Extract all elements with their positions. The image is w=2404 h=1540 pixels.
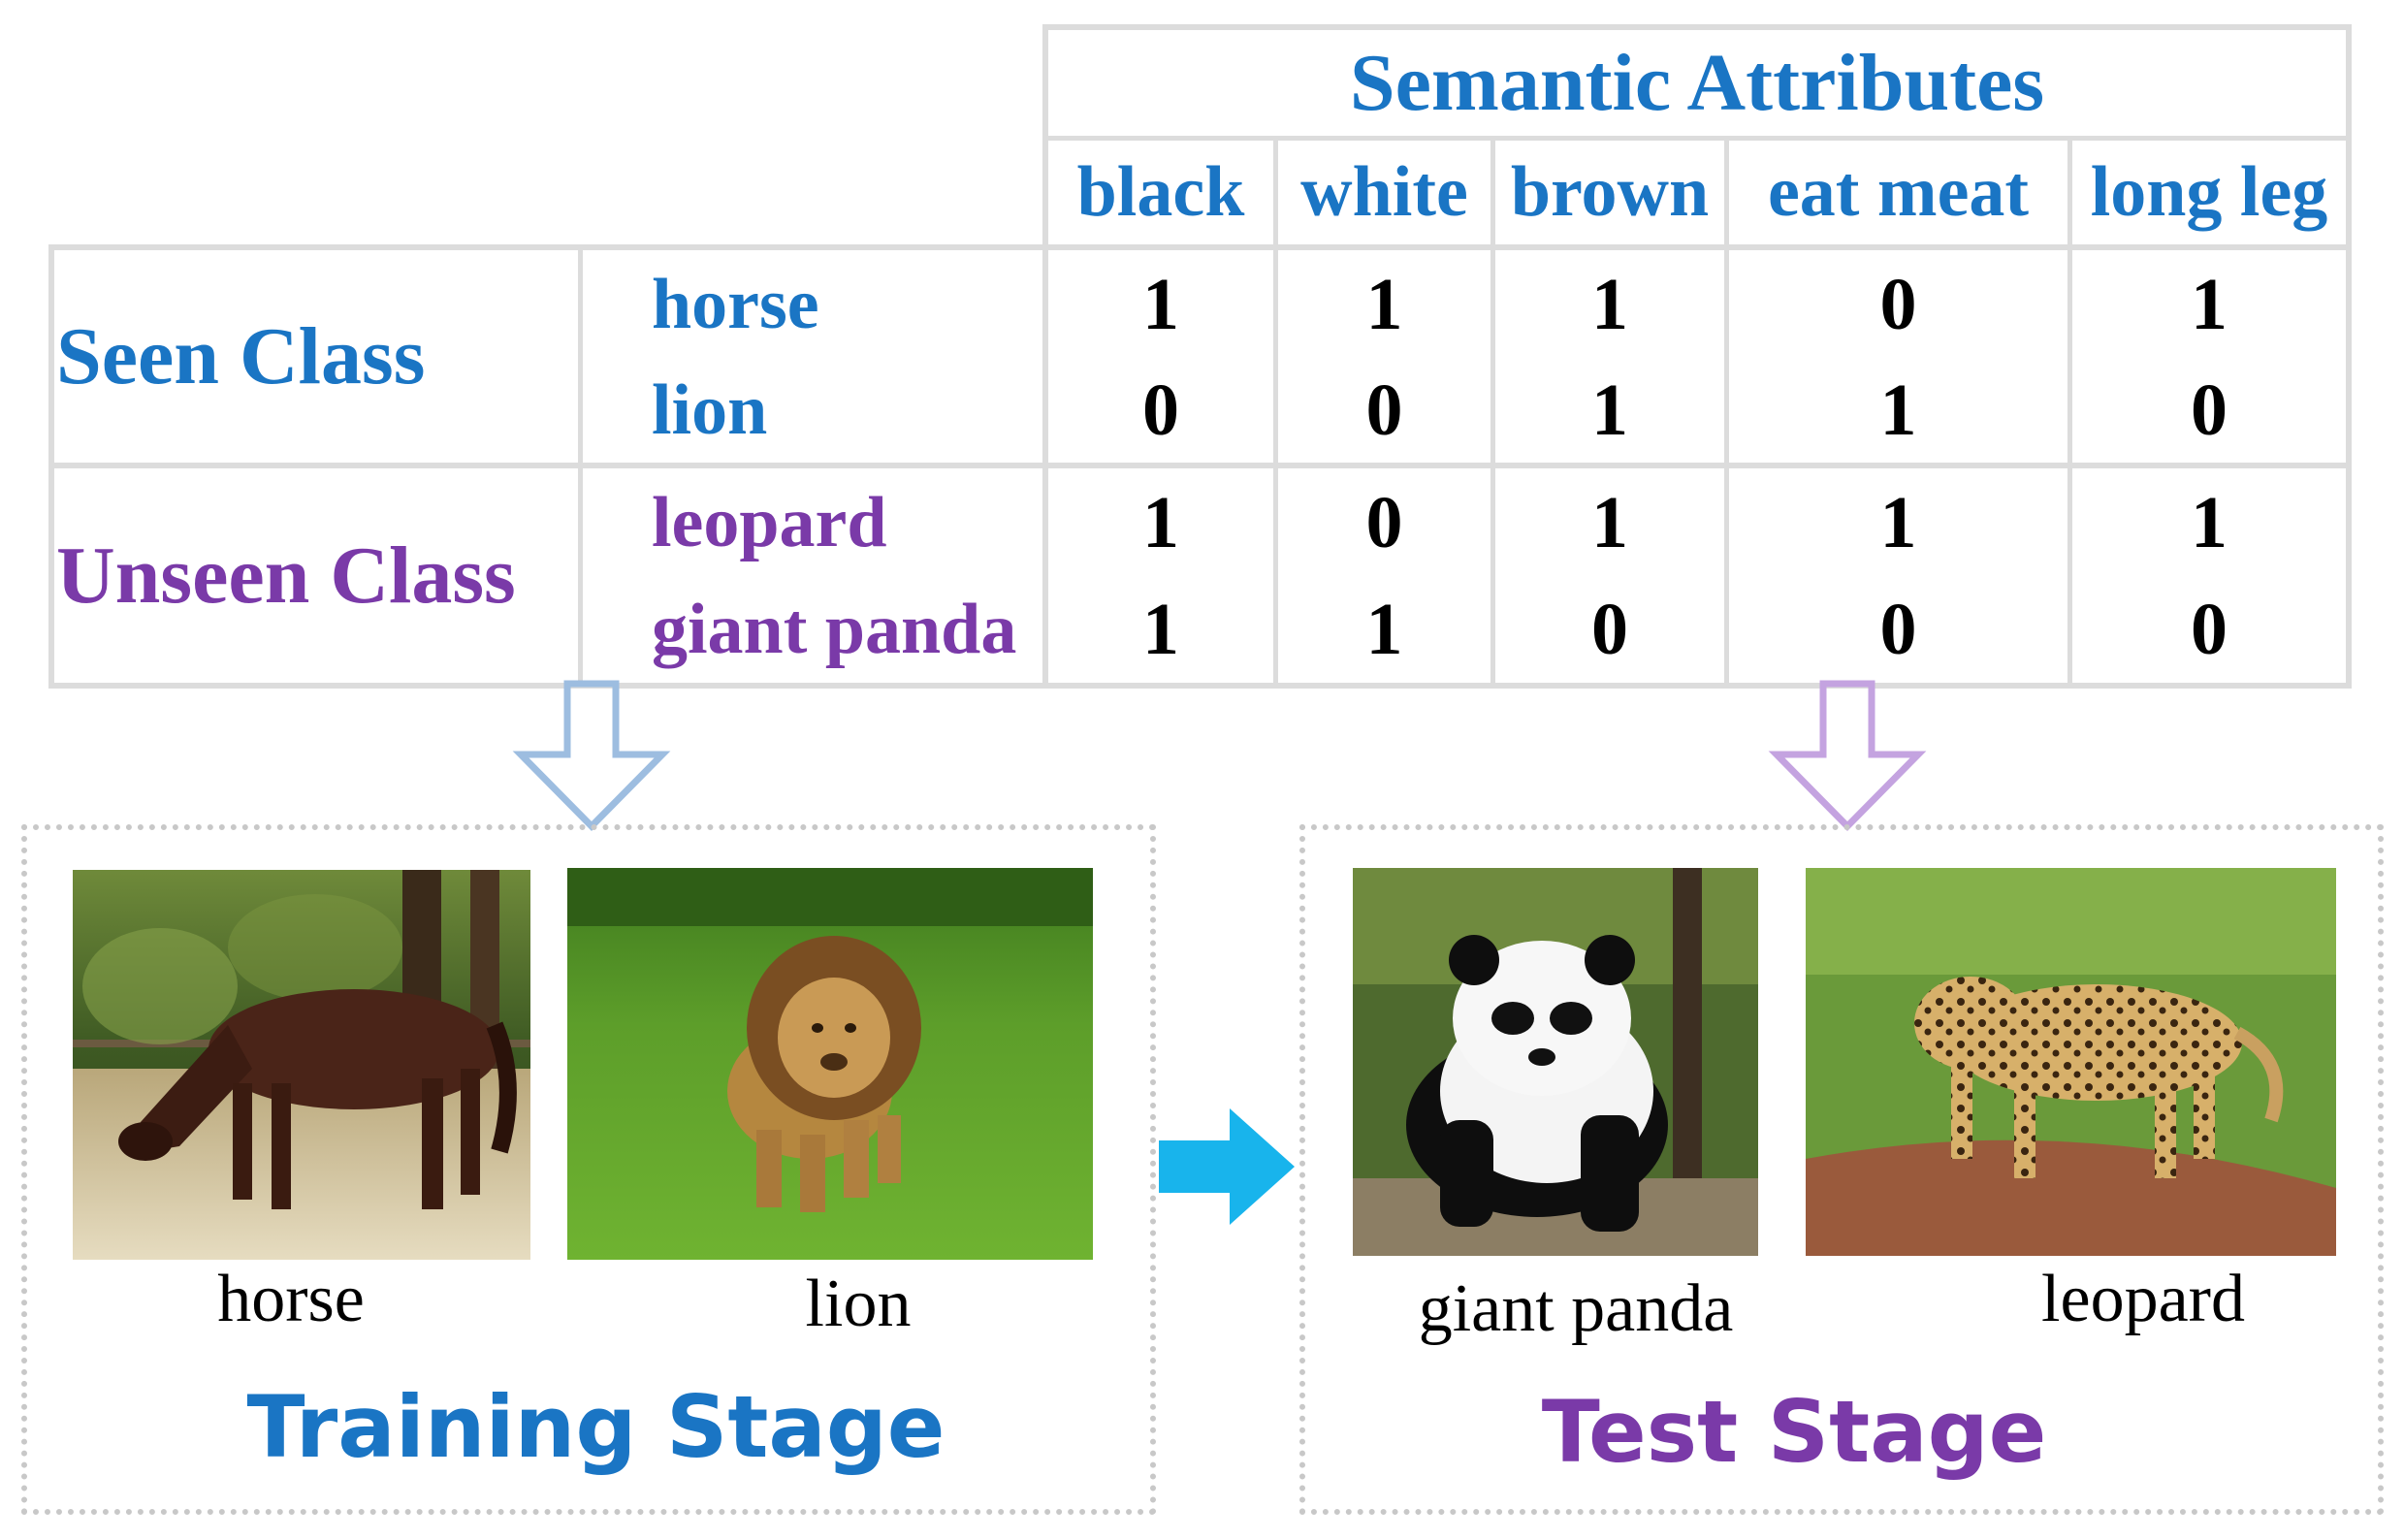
training-stage-panel [21,824,1156,1515]
attr-header-brown: brown [1510,152,1710,232]
value-cell: 1 [1591,263,1628,345]
class-name-leopard: leopard [652,482,887,562]
leopard-image [1806,868,2336,1256]
value-cell: 0 [1879,263,1917,345]
class-name-lion: lion [652,370,768,450]
value-cell: 0 [1879,589,1917,670]
value-cell: 1 [1879,369,1917,451]
value-cell: 0 [1365,369,1403,451]
seen-class-label: Seen Class [56,311,426,401]
value-cell: 1 [1142,263,1179,345]
value-cell: 1 [1591,369,1628,451]
right-arrow-icon [1159,1108,1295,1225]
value-cell: 1 [1142,481,1179,563]
leopard-caption: leopard [2041,1262,2245,1336]
attr-header-long-leg: long leg [2090,152,2328,232]
attr-header-eat-meat: eat meat [1767,152,2030,232]
value-cell: 0 [1142,369,1179,451]
unseen-class-label: Unseen Class [56,530,516,621]
test-stage-label: Test Stage [1541,1382,2047,1482]
value-cell: 0 [1365,481,1403,563]
value-cell: 1 [1365,589,1403,670]
value-cell: 0 [1591,589,1628,670]
value-cell: 0 [2191,589,2228,670]
value-cell: 1 [1142,589,1179,670]
value-cell: 1 [2191,481,2228,563]
value-cell: 1 [1365,263,1403,345]
lion-image [567,868,1093,1260]
down-arrow-outline-icon [512,680,671,831]
attr-header-black: black [1076,152,1245,232]
down-arrow-outline-icon [1768,680,1927,831]
value-cell: 1 [2191,263,2228,345]
value-cell: 1 [1879,481,1917,563]
horse-image [73,870,530,1260]
lion-caption: lion [805,1267,912,1341]
horse-caption: horse [217,1262,365,1336]
giant-panda-image [1353,868,1758,1256]
value-cell: 0 [2191,369,2228,451]
training-stage-label: Training Stage [246,1377,946,1477]
class-name-horse: horse [652,264,819,344]
semantic-attributes-title: Semantic Attributes [1349,38,2045,128]
giant-panda-caption: giant panda [1418,1271,1734,1346]
value-cell: 1 [1591,481,1628,563]
attr-header-white: white [1300,152,1468,232]
class-name-giant-panda: giant panda [652,590,1017,669]
test-stage-panel [1299,824,2384,1515]
